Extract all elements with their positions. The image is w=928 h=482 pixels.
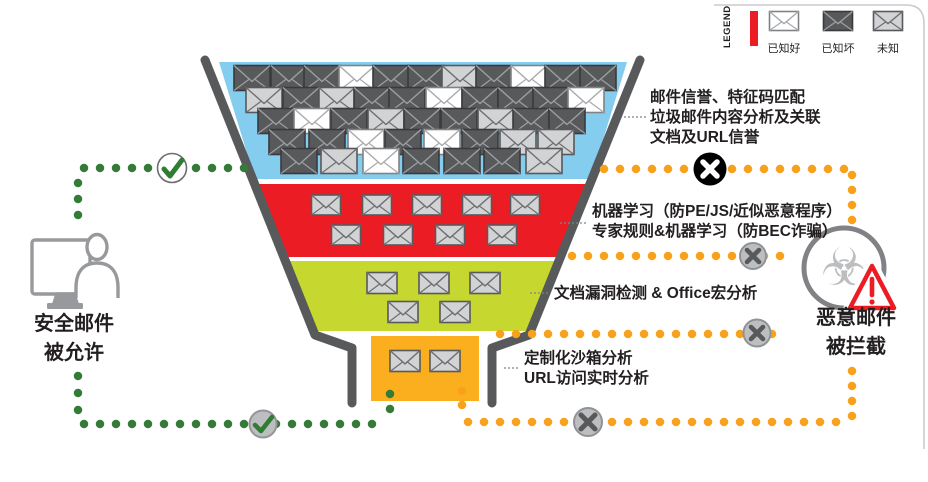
blocked-path [457,164,857,427]
block-badge-3 [573,407,603,437]
label-line: 恶意邮件 [816,307,896,329]
annotation-line: 邮件信誉、特征码匹配 [650,89,806,106]
envelope-unknown [469,271,501,295]
envelope-unknown [330,224,362,246]
envelope-unknown [389,349,421,373]
malicious-mail-label: 恶意邮件 被拦截 [799,304,913,362]
envelope-unknown [418,271,450,295]
legend-label: 未知 [877,43,899,55]
person-head [85,232,109,262]
envelope-unknown [434,224,466,246]
legend: LEGEND 已知好 已知坏 未知 [0,0,928,60]
envelope-bad [303,64,341,92]
annotation-line: 文档及URL信誉 [650,129,760,146]
exclamation-dot [869,299,875,305]
annotation-line: 垃圾邮件内容分析及关联 [650,109,821,126]
block-badge-black [693,152,727,186]
annotation-line: 机器学习（防PE/JS/近似恶意程序） [592,203,842,220]
envelope-unknown [387,300,419,324]
funnel-wall-right [487,55,645,408]
slide-border [714,4,925,449]
envelope-unknown [310,194,342,216]
envelope-bad-icon [822,10,854,37]
annotation-line: 专家规则&机器学习（防BEC诈骗） [592,223,838,240]
legend-label: 已知好 [767,43,801,55]
envelope-unknown [525,147,563,175]
annotation-line: URL访问实时分析 [524,370,649,387]
envelope-unknown [382,224,414,246]
envelope-unknown [411,194,443,216]
block-badge-1 [739,242,767,270]
funnel-section-doc-exploit [283,261,562,331]
envelope-bad [402,147,440,175]
monitor-user-icon [30,232,120,309]
envelope-unknown-icon [872,10,904,37]
envelope-good-icon [768,10,800,37]
funnel-wall-left [200,55,357,408]
envelope-unknown [429,349,461,373]
x-icon [748,324,766,342]
monitor-base [47,303,83,309]
envelope-bad [233,64,271,92]
legend-item-unknown: 未知 [864,10,912,56]
annotation-machine-learning: 机器学习（防PE/JS/近似恶意程序） 专家规则&机器学习（防BEC诈骗） [592,202,842,242]
legend-item-known-good: 已知好 [760,10,808,56]
legend-title: LEGEND [722,5,733,48]
safe-mail-label: 安全邮件 被允许 [19,310,129,368]
malware-icon: ☣ [801,225,901,315]
envelope-good [768,10,800,32]
x-icon [700,159,720,179]
envelope-bad [280,147,318,175]
label-line: 被允许 [44,342,104,364]
annotation-line: 文档漏洞检测 & Office宏分析 [554,285,758,302]
envelope-unknown [486,224,518,246]
person-body [74,261,120,298]
envelope-unknown [439,300,471,324]
x-icon [744,247,762,265]
annotation-sandbox: 定制化沙箱分析 URL访问实时分析 [524,349,649,389]
envelope-unknown [361,194,393,216]
label-line: 被拦截 [826,336,886,358]
envelope-unknown [461,194,493,216]
legend-label: 已知坏 [821,43,855,55]
annotation-reputation: 邮件信誉、特征码匹配 垃圾邮件内容分析及关联 文档及URL信誉 [650,88,821,148]
envelope-bad [483,147,521,175]
envelope-unknown [320,147,358,175]
label-line: 安全邮件 [34,313,114,335]
check-badge-top [156,152,188,184]
x-icon [578,412,598,432]
check-badge-bottom [248,409,278,439]
envelope-good [338,64,376,92]
legend-item-known-bad: 已知坏 [814,10,862,56]
envelope-bad [407,64,445,92]
envelope-bad [579,64,617,92]
annotation-doc-exploit: 文档漏洞检测 & Office宏分析 [554,284,757,304]
envelope-bad [443,147,481,175]
envelope-unknown [441,64,479,92]
annotation-leaders [504,116,646,369]
annotation-line: 定制化沙箱分析 [524,350,633,367]
check-icon [161,157,185,179]
envelope-layer [233,64,617,373]
envelope-good [362,147,400,175]
legend-red-bar [750,11,758,46]
check-icon [252,414,275,434]
envelope-unknown [366,271,398,295]
monitor-stand [52,292,79,305]
envelope-bad [822,10,854,32]
block-badge-2 [742,318,772,348]
envelope-unknown [872,10,904,32]
envelope-unknown [509,194,541,216]
